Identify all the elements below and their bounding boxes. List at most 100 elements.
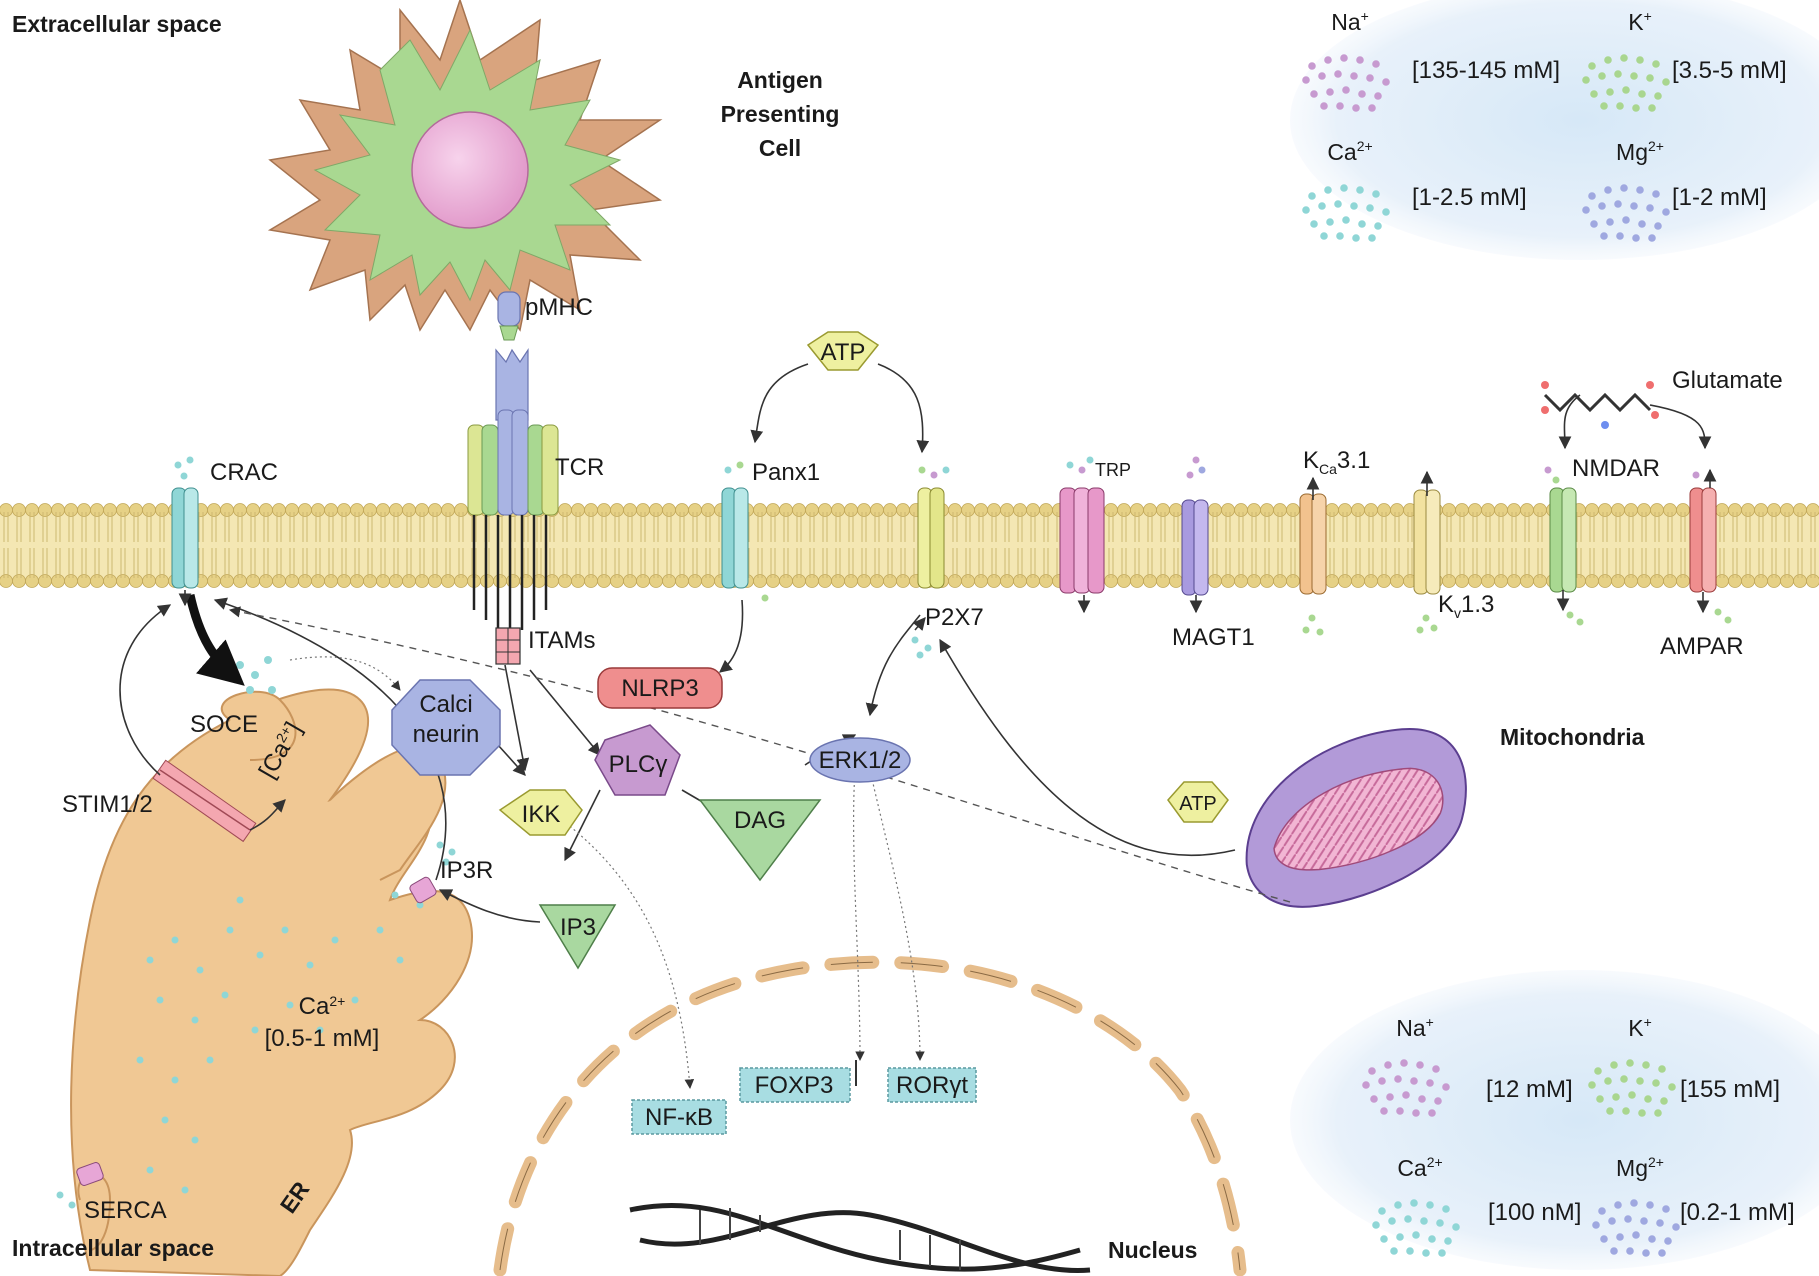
lipid-head [649,574,663,588]
lipid-head [298,574,312,588]
ion-dot [1374,222,1382,230]
ion-dot [1662,208,1670,216]
intracellular-ion-legend: Na+[12 mM]K+[155 mM]Ca2+[100 nM]Mg2+[0.2… [1362,1014,1795,1257]
lipid-head [1780,503,1794,517]
ion-dot [1372,1221,1380,1229]
mitochondria-label: Mitochondria [1500,724,1645,750]
ion-dot [1612,1093,1620,1101]
ion-dot [1660,1097,1668,1105]
lipid-head [584,574,598,588]
lipid-head [1247,574,1261,588]
lipid-head [610,574,624,588]
ion-dot [1416,1061,1424,1069]
lipid-head [1468,574,1482,588]
ion-dot [1412,1109,1420,1117]
nfkb-box [631,1099,727,1135]
lipid-head [792,503,806,517]
lipid-head [1637,503,1651,517]
lipid-head [1793,503,1807,517]
lipid-head [415,574,429,588]
ion-dot [1652,1079,1660,1087]
lipid-head [0,574,13,588]
ion-dot [1366,74,1374,82]
ion-dot [1646,1201,1654,1209]
lipid-head [1169,574,1183,588]
lipid-head [1234,574,1248,588]
rorgt-box [887,1067,977,1103]
itams-label: ITAMs [528,627,596,654]
ion-dot [1616,232,1624,240]
extracellular-label: Extracellular space [12,11,222,37]
lipid-head [220,574,234,588]
lipid-head [1611,503,1625,517]
lipid-head [1156,503,1170,517]
ion-element: Mg [1616,139,1648,165]
lipid-head [1624,503,1638,517]
lipid-head [207,574,221,588]
ion-dot [1390,1247,1398,1255]
lipid-head [961,574,975,588]
lipid-head [1273,574,1287,588]
ion-dot [1372,60,1380,68]
nucleus-label: Nucleus [1108,1237,1197,1263]
ion-dot [1342,216,1350,224]
ion-dot [1428,1235,1436,1243]
lipid-head [883,574,897,588]
lipid-head [38,574,52,588]
ion-dot [1342,86,1350,94]
lipid-head [129,574,143,588]
ion-dot [1400,1059,1408,1067]
ion-dot [1652,190,1660,198]
ion-dot [1358,90,1366,98]
lipid-head [636,574,650,588]
magt1-channel [1181,499,1209,596]
ion-dot [1594,1067,1602,1075]
lipid-head [337,574,351,588]
ion-dot [1616,102,1624,110]
lipid-head [376,503,390,517]
ion-dot [1658,1249,1666,1257]
nucleus-envelope [493,955,1247,1276]
ion-dot [1422,1249,1430,1257]
lipid-head [1377,503,1391,517]
lipid-head [1247,503,1261,517]
lipid-head [831,503,845,517]
erk-label: ERK1/2 [819,747,902,774]
lipid-head [1494,574,1508,588]
ion-dot [1622,1107,1630,1115]
ion-legend-item: Na+[12 mM] [1362,1014,1573,1117]
lipid-head [1000,574,1014,588]
ion-dot [1370,1095,1378,1103]
ion-dot [1350,72,1358,80]
lipid-head [1117,574,1131,588]
ion-dot [1432,1065,1440,1073]
lipid-head [1754,503,1768,517]
lipid-head [441,503,455,517]
lipid-head [142,574,156,588]
ion-dot [1420,1217,1428,1225]
ion-dot [1588,62,1596,70]
ion-dot [1598,1207,1606,1215]
lipid-head [558,503,572,517]
ion-dot [1624,1215,1632,1223]
lipid-head [324,574,338,588]
ikk-label: IKK [522,801,561,828]
lipid-head [948,574,962,588]
er-finger-1 [220,690,297,761]
calcineurin-label-1: Calci [419,691,472,718]
lipid-head [12,574,26,588]
nlrp3-label: NLRP3 [621,675,698,702]
lipid-head [974,503,988,517]
ion-dot [1626,1247,1634,1255]
lipid-head [233,574,247,588]
ion-charge: + [1644,1014,1652,1030]
lipid-head [662,503,676,517]
nfkb-label: NF-κB [645,1104,713,1131]
lipid-head [1442,503,1456,517]
lipid-head [428,574,442,588]
lipid-head [428,503,442,517]
ion-dot [1654,1109,1662,1117]
lipid-head [1585,503,1599,517]
ion-dot [1608,1217,1616,1225]
lipid-head [350,574,364,588]
